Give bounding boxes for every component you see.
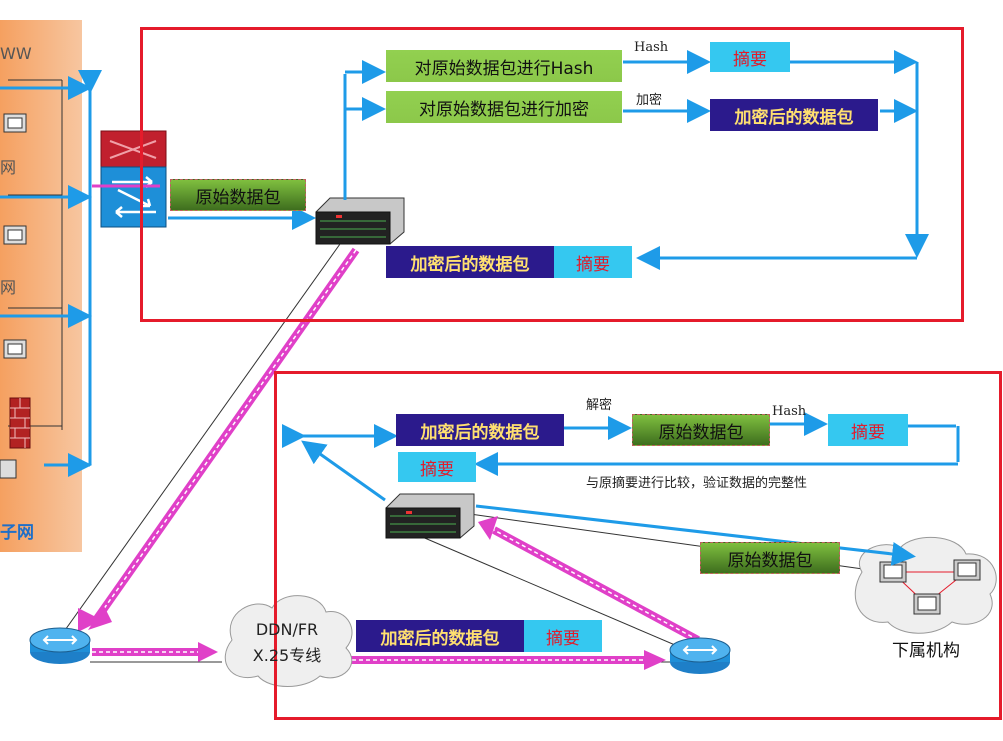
- hq-process-arrows: [343, 50, 929, 270]
- hq-encrypted-packet-box: 加密后的数据包: [710, 99, 878, 131]
- subnet-label-bottom: 子网: [0, 523, 34, 543]
- hash-step-box: 对原始数据包进行Hash: [386, 50, 622, 82]
- computer-icon-left-3: [3, 339, 27, 359]
- vpn-tunnels: [88, 247, 700, 670]
- firewall-icon: [9, 397, 31, 449]
- wan-cloud-label-1: DDN/FR: [255, 620, 319, 639]
- encrypt-arrow-label: 加密: [636, 93, 663, 108]
- subnet-label-fragment-1: 网: [0, 158, 17, 177]
- router-icon-left: [29, 627, 91, 664]
- encryption-server-branch: [385, 493, 475, 539]
- branch-output-packet-box: 原始数据包: [700, 542, 840, 574]
- hq-combined-digest-box: 摘要: [554, 246, 632, 278]
- subnet-label-fragment-2: 网: [0, 278, 17, 297]
- computer-icon-left-1: [3, 113, 27, 133]
- hq-combined-encrypted-box: 加密后的数据包: [386, 246, 554, 278]
- branch-hash-arrow-label: Hash: [772, 404, 807, 419]
- computer-icon-left-4: [0, 459, 17, 479]
- computer-icon-branch-2: [953, 559, 981, 581]
- branch-processing-frame: [274, 371, 1002, 720]
- compare-description: 与原摘要进行比较，验证数据的完整性: [586, 476, 808, 491]
- wan-cloud-label-2: X.25专线: [252, 646, 322, 665]
- router-icon-right: [669, 637, 731, 674]
- hq-digest-box: 摘要: [710, 42, 790, 72]
- transit-digest-box: 摘要: [524, 620, 602, 652]
- wan-cloud-icon: [224, 595, 353, 687]
- hq-original-packet-box: 原始数据包: [170, 179, 306, 211]
- branch-original-packet-box: 原始数据包: [632, 414, 770, 446]
- computer-icon-branch-1: [879, 561, 907, 583]
- decrypt-arrow-label: 解密: [586, 398, 613, 413]
- www-label-fragment: WW: [0, 44, 32, 63]
- hq-processing-frame: [140, 27, 964, 322]
- computer-icon-left-2: [3, 225, 27, 245]
- transit-encrypted-packet-box: 加密后的数据包: [356, 620, 524, 652]
- subsidiary-label: 下属机构: [892, 641, 960, 661]
- computer-icon-branch-3: [913, 593, 941, 615]
- branch-digest-left-box: 摘要: [398, 452, 476, 482]
- hash-arrow-label: Hash: [634, 40, 669, 55]
- switch-router-icon: [100, 130, 167, 228]
- encryption-server-hq: [315, 197, 405, 245]
- branch-encrypted-packet-box: 加密后的数据包: [396, 414, 564, 446]
- branch-digest-right-box: 摘要: [828, 414, 908, 446]
- encrypt-step-box: 对原始数据包进行加密: [386, 91, 622, 123]
